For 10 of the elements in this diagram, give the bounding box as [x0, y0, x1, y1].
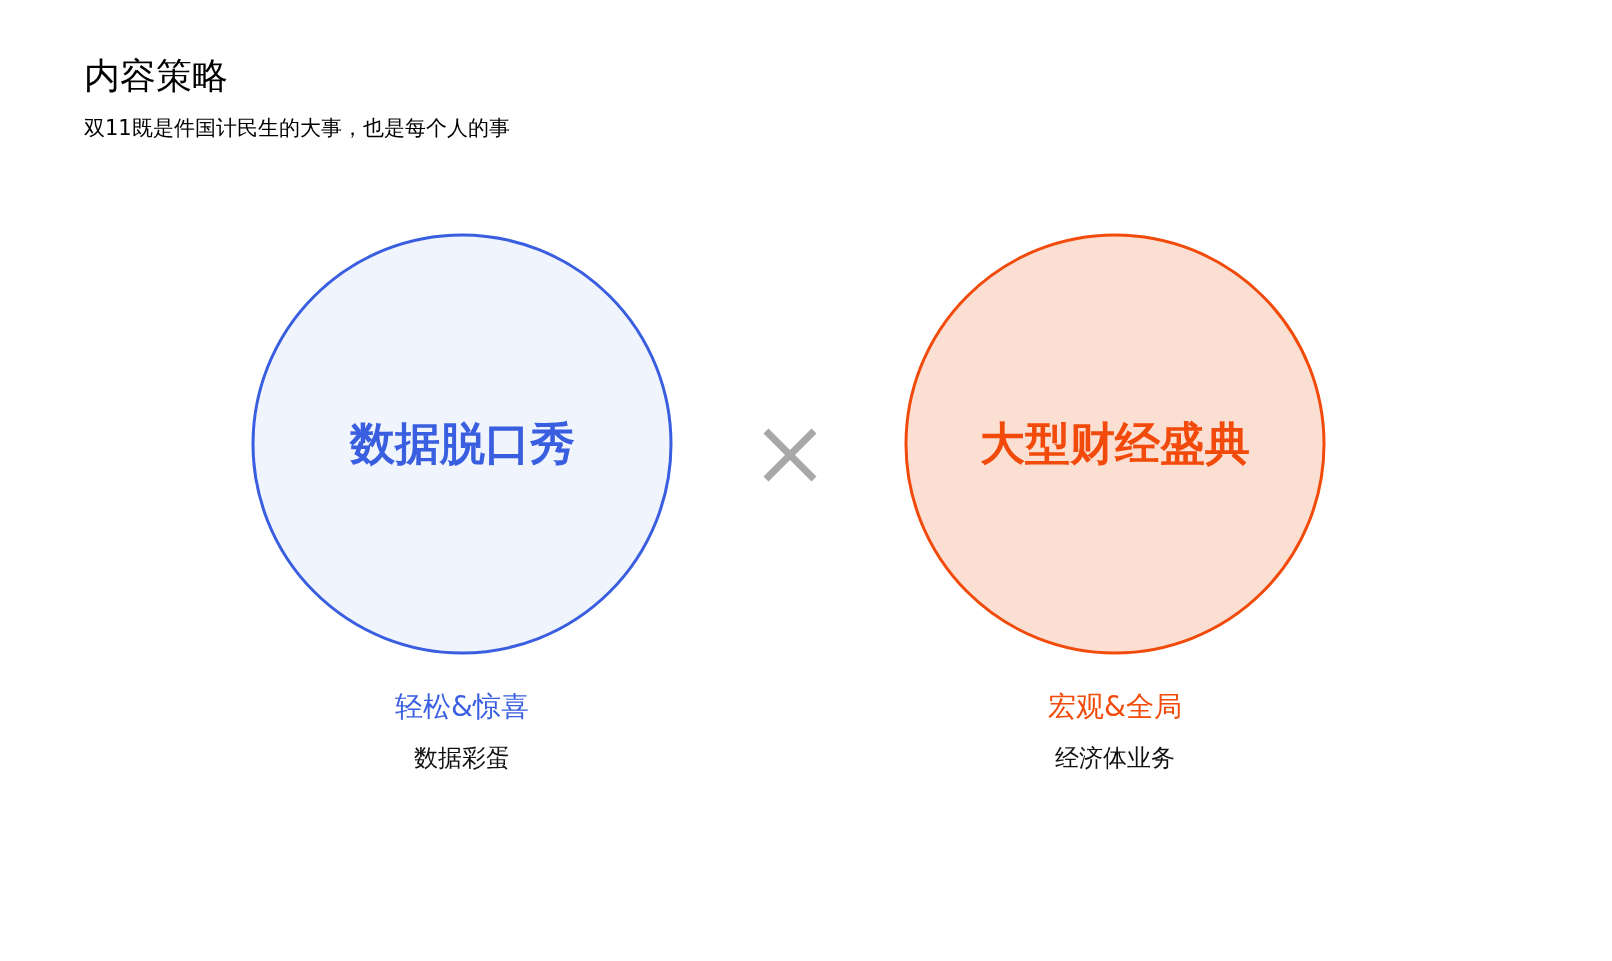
circle-label: 大型财经盛典 — [979, 416, 1251, 472]
description-label: 经济体业务 — [1055, 743, 1175, 774]
circle-node — [251, 233, 673, 655]
title: 内容策略 — [84, 54, 228, 98]
subtitle: 双11既是件国计民生的大事，也是每个人的事 — [84, 115, 510, 142]
circle-label: 数据脱口秀 — [348, 416, 576, 472]
highlight-label: 宏观&全局 — [1048, 689, 1182, 725]
highlight-label: 轻松&惊喜 — [395, 689, 529, 725]
description-label: 数据彩蛋 — [414, 743, 510, 774]
circle-node — [904, 233, 1326, 655]
